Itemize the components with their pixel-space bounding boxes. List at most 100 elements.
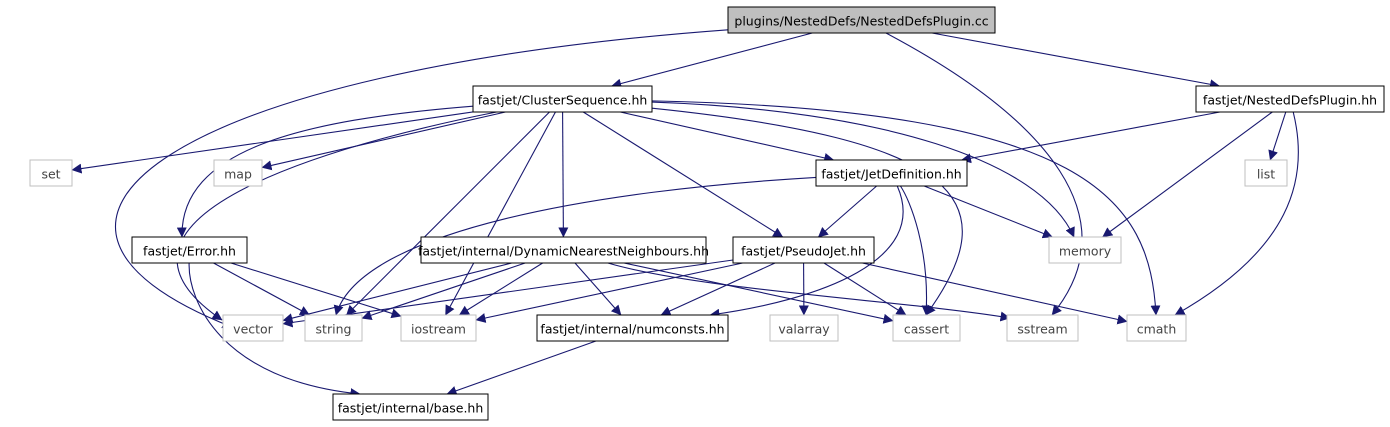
node-label: memory <box>1059 244 1112 259</box>
node-list: list <box>1244 159 1288 187</box>
edge-root-to-nesteddefs <box>931 32 1220 90</box>
node-label: cmath <box>1137 322 1177 337</box>
node-label: sstream <box>1017 322 1067 337</box>
node-box <box>131 236 248 264</box>
node-sstream: sstream <box>1006 314 1079 342</box>
edge-clusterseq-to-pseudojet <box>582 111 784 238</box>
node-box <box>29 159 73 187</box>
edge-pseudojet-to-vector <box>282 259 734 328</box>
node-label: fastjet/JetDefinition.hh <box>821 167 961 182</box>
node-box <box>472 85 653 113</box>
edge-jetdef-to-memory <box>923 185 1053 239</box>
node-box <box>1195 85 1385 113</box>
node-nesteddefs[interactable]: fastjet/NestedDefsPlugin.hh <box>1195 85 1385 113</box>
node-string: string <box>304 314 363 342</box>
node-box <box>815 159 968 187</box>
node-box <box>536 314 729 342</box>
node-box <box>304 314 363 342</box>
node-label: fastjet/ClusterSequence.hh <box>478 93 648 108</box>
node-box <box>332 393 489 421</box>
edge-root-to-vector <box>114 29 729 329</box>
edge-jetdef-to-cassert <box>899 185 932 316</box>
node-label: map <box>224 167 252 182</box>
node-cassert: cassert <box>892 314 961 342</box>
edge-nesteddefs-to-jetdef <box>961 111 1221 164</box>
edge-clusterseq-to-map <box>261 111 506 171</box>
node-label: fastjet/internal/base.hh <box>338 401 484 416</box>
node-error[interactable]: fastjet/Error.hh <box>131 236 248 264</box>
node-valarray: valarray <box>769 314 839 342</box>
node-box <box>727 6 996 34</box>
node-box <box>732 236 875 264</box>
node-map: map <box>213 159 263 187</box>
edge-jetdef-to-numconsts <box>709 185 904 319</box>
node-vector: vector <box>222 314 284 342</box>
node-root: plugins/NestedDefs/NestedDefsPlugin.cc <box>727 6 996 34</box>
edge-dnn-to-cassert <box>623 262 894 324</box>
edge-nesteddefs-to-memory <box>1102 111 1273 238</box>
node-box <box>769 314 839 342</box>
node-box <box>222 314 284 342</box>
node-box <box>400 314 477 342</box>
edge-jetdef-to-string <box>333 176 817 316</box>
edge-clusterseq-to-dnn <box>558 111 569 238</box>
node-base[interactable]: fastjet/internal/base.hh <box>332 393 489 421</box>
node-box <box>1048 236 1122 264</box>
node-label: fastjet/NestedDefsPlugin.hh <box>1203 93 1377 108</box>
edge-clusterseq-to-error <box>176 105 474 238</box>
edge-clusterseq-to-string <box>346 111 550 316</box>
node-clusterseq[interactable]: fastjet/ClusterSequence.hh <box>472 85 653 113</box>
node-set: set <box>29 159 73 187</box>
node-dnn[interactable]: fastjet/internal/DynamicNearestNeighbour… <box>418 236 709 264</box>
edge-dnn-to-iostream <box>458 262 543 316</box>
edge-nesteddefs-to-list <box>1268 111 1287 161</box>
edge-numconsts-to-base <box>446 340 597 396</box>
node-iostream: iostream <box>400 314 477 342</box>
edge-clusterseq-to-iostream <box>445 111 556 316</box>
node-label: valarray <box>778 322 830 337</box>
edge-pseudojet-to-cassert <box>823 262 907 316</box>
edge-error-to-base <box>188 262 361 399</box>
edge-clusterseq-to-cmath <box>651 100 1161 316</box>
edge-clusterseq-to-jetdef <box>620 111 835 163</box>
edge-dnn-to-sstream <box>607 262 1011 322</box>
node-pseudojet[interactable]: fastjet/PseudoJet.hh <box>732 236 875 264</box>
node-jetdef[interactable]: fastjet/JetDefinition.hh <box>815 159 968 187</box>
edge-dnn-to-string <box>361 262 526 321</box>
edge-clusterseq-to-cassert <box>651 107 963 316</box>
edge-dnn-to-numconsts <box>574 262 622 316</box>
edge-root-to-sstream <box>885 32 1083 316</box>
node-label: fastjet/Error.hh <box>143 244 236 259</box>
node-label: list <box>1257 167 1275 182</box>
node-label: plugins/NestedDefs/NestedDefsPlugin.cc <box>734 14 988 29</box>
node-label: cassert <box>904 322 949 337</box>
node-label: string <box>316 322 352 337</box>
edge-clusterseq-to-set <box>71 111 474 174</box>
node-box <box>1244 159 1288 187</box>
edge-error-to-string <box>213 262 310 316</box>
node-label: fastjet/PseudoJet.hh <box>741 244 866 259</box>
node-box <box>213 159 263 187</box>
node-label: iostream <box>411 322 466 337</box>
node-label: set <box>41 167 60 182</box>
edge-jetdef-to-pseudojet <box>817 185 878 238</box>
edge-pseudojet-to-cmath <box>862 262 1128 325</box>
edge-root-to-clusterseq <box>611 32 813 89</box>
node-label: fastjet/internal/numconsts.hh <box>540 322 724 337</box>
nodes-layer: plugins/NestedDefs/NestedDefsPlugin.cc fa… <box>29 6 1385 421</box>
node-box <box>1006 314 1079 342</box>
edge-clusterseq-to-memory <box>651 101 1075 238</box>
node-cmath: cmath <box>1126 314 1187 342</box>
node-label: vector <box>233 322 274 337</box>
edge-error-to-iostream <box>230 262 402 319</box>
edge-nesteddefs-to-cmath <box>1174 111 1299 316</box>
edge-pseudojet-to-iostream <box>475 262 743 323</box>
edge-pseudojet-to-numconsts <box>660 262 776 316</box>
node-box <box>420 236 707 264</box>
edge-dnn-to-vector <box>282 262 512 323</box>
node-box <box>1126 314 1187 342</box>
node-memory: memory <box>1048 236 1122 264</box>
node-label: fastjet/internal/DynamicNearestNeighbour… <box>418 244 709 259</box>
node-numconsts[interactable]: fastjet/internal/numconsts.hh <box>536 314 729 342</box>
